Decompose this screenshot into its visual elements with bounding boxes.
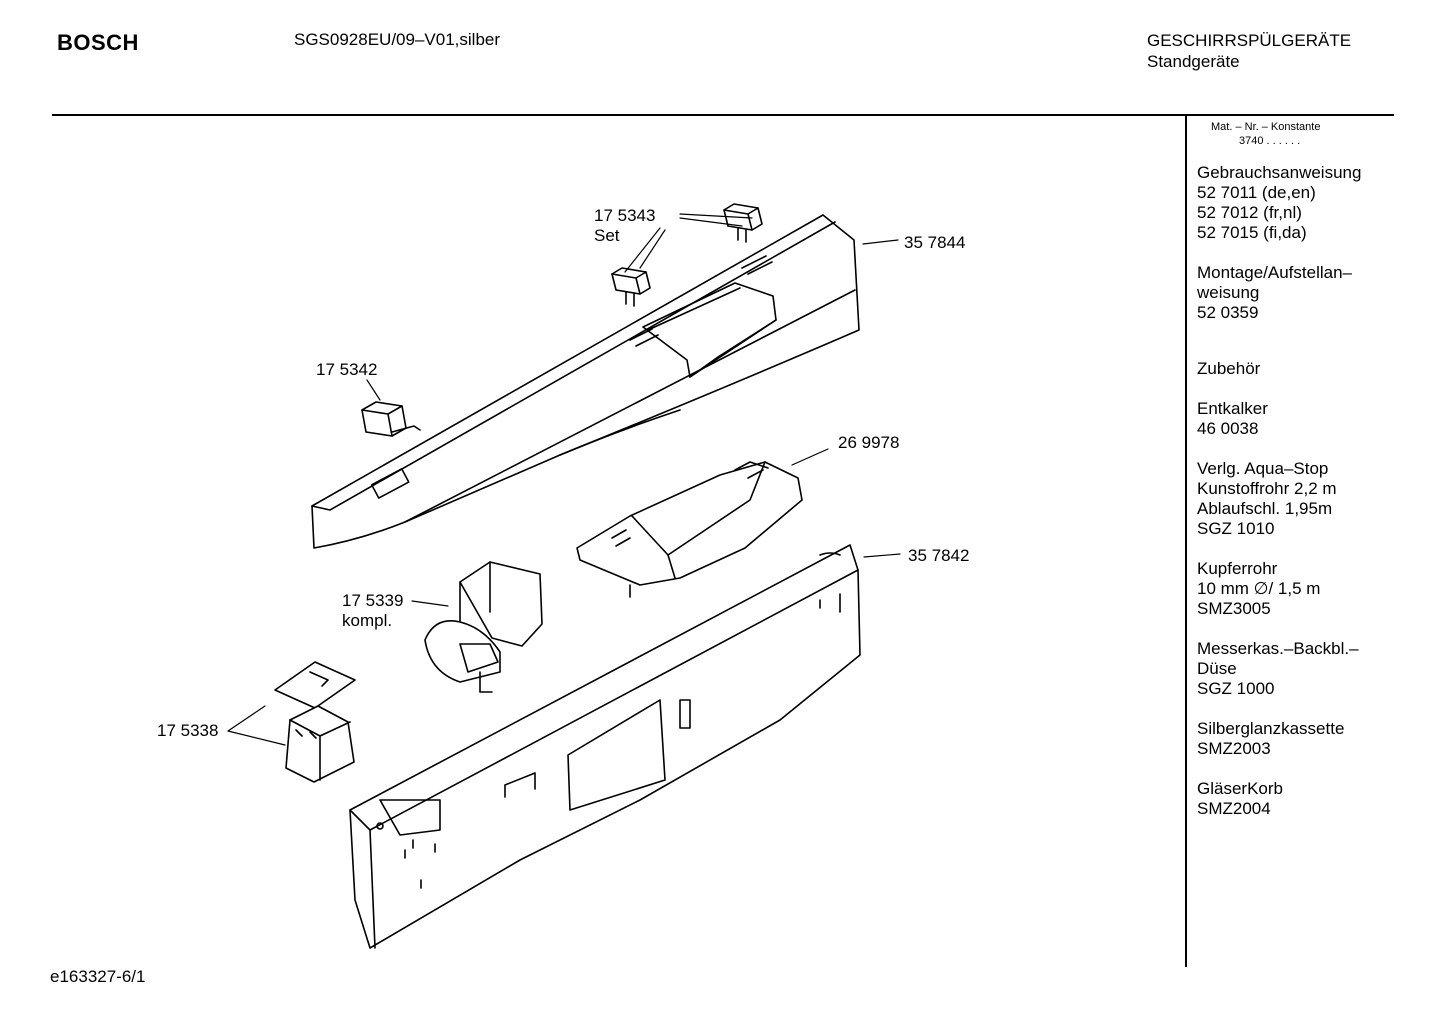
section-line: Kupferrohr bbox=[1197, 559, 1278, 578]
section-line: SGZ 1000 bbox=[1197, 679, 1275, 698]
section-line: Düse bbox=[1197, 659, 1237, 678]
section-line: Ablaufschl. 1,95m bbox=[1197, 499, 1333, 518]
section-aqua-stop: Verlg. Aqua–Stop Kunstoffrohr 2,2 m Abla… bbox=[1197, 459, 1387, 539]
switch-block[interactable] bbox=[274, 661, 356, 783]
section-line: SMZ2004 bbox=[1197, 799, 1271, 818]
leader-269978 bbox=[791, 448, 829, 466]
section-line: Zubehör bbox=[1197, 359, 1261, 378]
section-line: 10 mm ∅/ 1,5 m bbox=[1197, 579, 1321, 598]
mat-number-value: 3740 . . . . . . bbox=[1239, 135, 1301, 147]
part-number: 17 5339 bbox=[342, 591, 404, 610]
part-note: kompl. bbox=[342, 611, 393, 630]
leader-357842 bbox=[863, 553, 901, 558]
part-label-357844: 35 7844 bbox=[904, 233, 966, 252]
section-line: Montage/Aufstellan– bbox=[1197, 263, 1352, 282]
leader-175338 bbox=[227, 705, 286, 746]
leader-357844 bbox=[862, 239, 899, 245]
document-id: e163327-6/1 bbox=[50, 967, 146, 986]
part-label-175338: 17 5338 bbox=[157, 721, 219, 740]
section-line: Gebrauchsanweisung bbox=[1197, 163, 1362, 182]
section-montage: Montage/Aufstellan– weisung 52 0359 bbox=[1197, 263, 1387, 323]
section-line: 52 7012 (fr,nl) bbox=[1197, 203, 1302, 222]
section-line: SMZ2003 bbox=[1197, 739, 1271, 758]
category-subtitle: Standgeräte bbox=[1147, 52, 1240, 71]
section-glaeserkorb: GläserKorb SMZ2004 bbox=[1197, 779, 1387, 819]
section-line: Messerkas.–Backbl.– bbox=[1197, 639, 1359, 658]
leader-175343b bbox=[624, 227, 666, 273]
mat-number-header: Mat. – Nr. – Konstante bbox=[1211, 121, 1321, 133]
control-panel-fascia[interactable] bbox=[311, 214, 860, 549]
electronic-module[interactable] bbox=[576, 461, 803, 598]
sidebar-divider bbox=[1185, 116, 1187, 967]
leader-175342 bbox=[366, 379, 381, 401]
model-number: SGS0928EU/09–V01,silber bbox=[294, 30, 501, 49]
section-line: 52 0359 bbox=[1197, 303, 1259, 322]
part-label-175339: 17 5339 kompl. bbox=[342, 591, 403, 631]
part-label-175342: 17 5342 bbox=[316, 360, 378, 379]
leader-175339 bbox=[411, 600, 449, 607]
section-line: Entkalker bbox=[1197, 399, 1268, 418]
section-line: Kunstoffrohr 2,2 m bbox=[1197, 479, 1337, 498]
part-label-175343: 17 5343 Set bbox=[594, 206, 655, 246]
button-set-lower[interactable] bbox=[611, 267, 651, 307]
category-title: GESCHIRRSPÜLGERÄTE bbox=[1147, 31, 1352, 50]
section-line: 52 7011 (de,en) bbox=[1197, 183, 1316, 202]
brand-logo: BOSCH bbox=[57, 30, 139, 55]
part-label-357842: 35 7842 bbox=[908, 546, 970, 565]
section-messerkas: Messerkas.–Backbl.– Düse SGZ 1000 bbox=[1197, 639, 1387, 699]
button-175342[interactable] bbox=[361, 401, 421, 437]
accessory-sidebar: Mat. – Nr. – Konstante 3740 . . . . . . … bbox=[1197, 120, 1387, 819]
section-line: GläserKorb bbox=[1197, 779, 1283, 798]
section-zubehoer: Zubehör bbox=[1197, 359, 1387, 379]
section-kupferrohr: Kupferrohr 10 mm ∅/ 1,5 m SMZ3005 bbox=[1197, 559, 1387, 619]
section-line: SMZ3005 bbox=[1197, 599, 1271, 618]
part-label-269978: 26 9978 bbox=[838, 433, 900, 452]
section-entkalker: Entkalker 46 0038 bbox=[1197, 399, 1387, 439]
category-heading: GESCHIRRSPÜLGERÄTE Standgeräte bbox=[1147, 30, 1351, 72]
section-line: weisung bbox=[1197, 283, 1260, 302]
part-number: 17 5343 bbox=[594, 206, 656, 225]
section-line: Silberglanzkassette bbox=[1197, 719, 1345, 738]
button-set-upper[interactable] bbox=[723, 203, 763, 243]
section-line: 52 7015 (fi,da) bbox=[1197, 223, 1307, 242]
section-line: Verlg. Aqua–Stop bbox=[1197, 459, 1329, 478]
control-frame[interactable] bbox=[349, 544, 861, 949]
part-note: Set bbox=[594, 226, 620, 245]
leader-175343a bbox=[679, 213, 753, 227]
section-line: 46 0038 bbox=[1197, 419, 1259, 438]
program-selector[interactable] bbox=[424, 561, 543, 693]
section-line: SGZ 1010 bbox=[1197, 519, 1275, 538]
section-gebrauchsanweisung: Gebrauchsanweisung 52 7011 (de,en) 52 70… bbox=[1197, 163, 1387, 243]
section-silberglanz: Silberglanzkassette SMZ2003 bbox=[1197, 719, 1387, 759]
header-divider bbox=[52, 114, 1394, 116]
